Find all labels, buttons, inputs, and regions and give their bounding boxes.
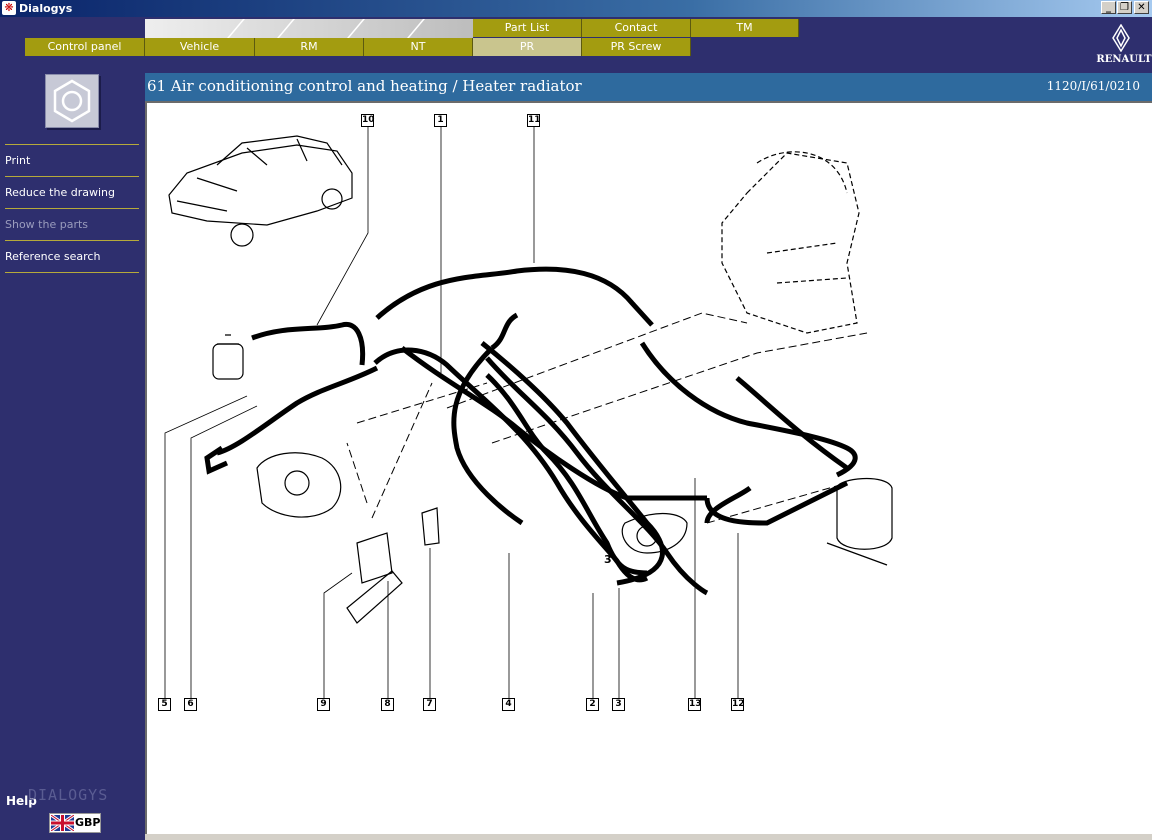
- tab-contact[interactable]: Contact: [582, 19, 691, 37]
- menu-separator: [5, 272, 139, 273]
- page-title: 61 Air conditioning control and heating …: [147, 77, 582, 95]
- close-button[interactable]: ✕: [1134, 1, 1149, 14]
- callout-9[interactable]: 9: [317, 698, 330, 711]
- section-icon-box: [45, 74, 99, 128]
- callout-8[interactable]: 8: [381, 698, 394, 711]
- callout-13[interactable]: 13: [688, 698, 702, 711]
- minimize-button[interactable]: _: [1101, 1, 1116, 14]
- renault-logo: RENAULT: [1096, 22, 1152, 72]
- car-illustration: [168, 135, 353, 247]
- renault-diamond-icon: [1112, 24, 1130, 52]
- exploded-parts-drawing: 3 10 1 11 5 6 9 8 7 4 2 3 13 12: [145, 101, 1152, 834]
- tab-bar-decoration: [145, 19, 473, 38]
- currency-code: GBP: [75, 816, 101, 829]
- restore-button[interactable]: ❐: [1117, 1, 1132, 14]
- window-title-bar: ❋ Dialogys _ ❐ ✕: [0, 0, 1152, 17]
- callout-10[interactable]: 10: [361, 114, 375, 127]
- callout-3[interactable]: 3: [612, 698, 625, 711]
- menu-show-parts: Show the parts: [5, 208, 139, 238]
- drawing-reference: 1120/I/61/0210: [1046, 79, 1140, 93]
- tab-nt[interactable]: NT: [364, 38, 473, 56]
- help-link[interactable]: Help: [6, 794, 37, 808]
- parts-diagram: 3: [164, 126, 893, 701]
- callout-2[interactable]: 2: [586, 698, 599, 711]
- callout-5[interactable]: 5: [158, 698, 171, 711]
- callout-1[interactable]: 1: [434, 114, 447, 127]
- tab-rm[interactable]: RM: [255, 38, 364, 56]
- dialogys-app-icon: ❋: [2, 1, 16, 15]
- tab-pr-screw[interactable]: PR Screw: [582, 38, 691, 56]
- tab-control-panel[interactable]: Control panel: [25, 38, 145, 56]
- hex-bolt-icon: [53, 79, 91, 123]
- expansion-tank-left: [212, 334, 244, 380]
- expansion-tank-right: [826, 477, 893, 566]
- tab-part-list[interactable]: Part List: [473, 19, 582, 37]
- brand-name: RENAULT: [1096, 54, 1152, 65]
- callout-12[interactable]: 12: [731, 698, 745, 711]
- inline-part-label: 3: [604, 553, 612, 566]
- bottom-frame-edge: [145, 834, 1152, 840]
- dialogys-brandmark: DIALOGYS: [28, 786, 109, 804]
- callout-11[interactable]: 11: [527, 114, 541, 127]
- menu-reduce-drawing[interactable]: Reduce the drawing: [5, 176, 139, 206]
- bracket-parts: [346, 507, 688, 624]
- page-header: 61 Air conditioning control and heating …: [145, 73, 1152, 101]
- callout-leader-lines: [164, 126, 739, 701]
- window-title: Dialogys: [19, 2, 73, 15]
- menu-reference-search[interactable]: Reference search: [5, 240, 139, 270]
- callout-7[interactable]: 7: [423, 698, 436, 711]
- engine-outline: [721, 151, 860, 334]
- menu-print[interactable]: Print: [5, 144, 139, 174]
- tab-vehicle[interactable]: Vehicle: [145, 38, 255, 56]
- callout-6[interactable]: 6: [184, 698, 197, 711]
- currency-selector[interactable]: GBP: [49, 813, 101, 833]
- left-sidebar: [0, 73, 145, 840]
- heater-hoses: [204, 266, 858, 596]
- callout-4[interactable]: 4: [502, 698, 515, 711]
- tab-pr[interactable]: PR: [473, 38, 582, 56]
- water-pump: [256, 452, 342, 518]
- uk-flag-icon: [51, 815, 74, 831]
- tab-tm[interactable]: TM: [691, 19, 799, 37]
- assembly-guide-lines: [346, 312, 868, 524]
